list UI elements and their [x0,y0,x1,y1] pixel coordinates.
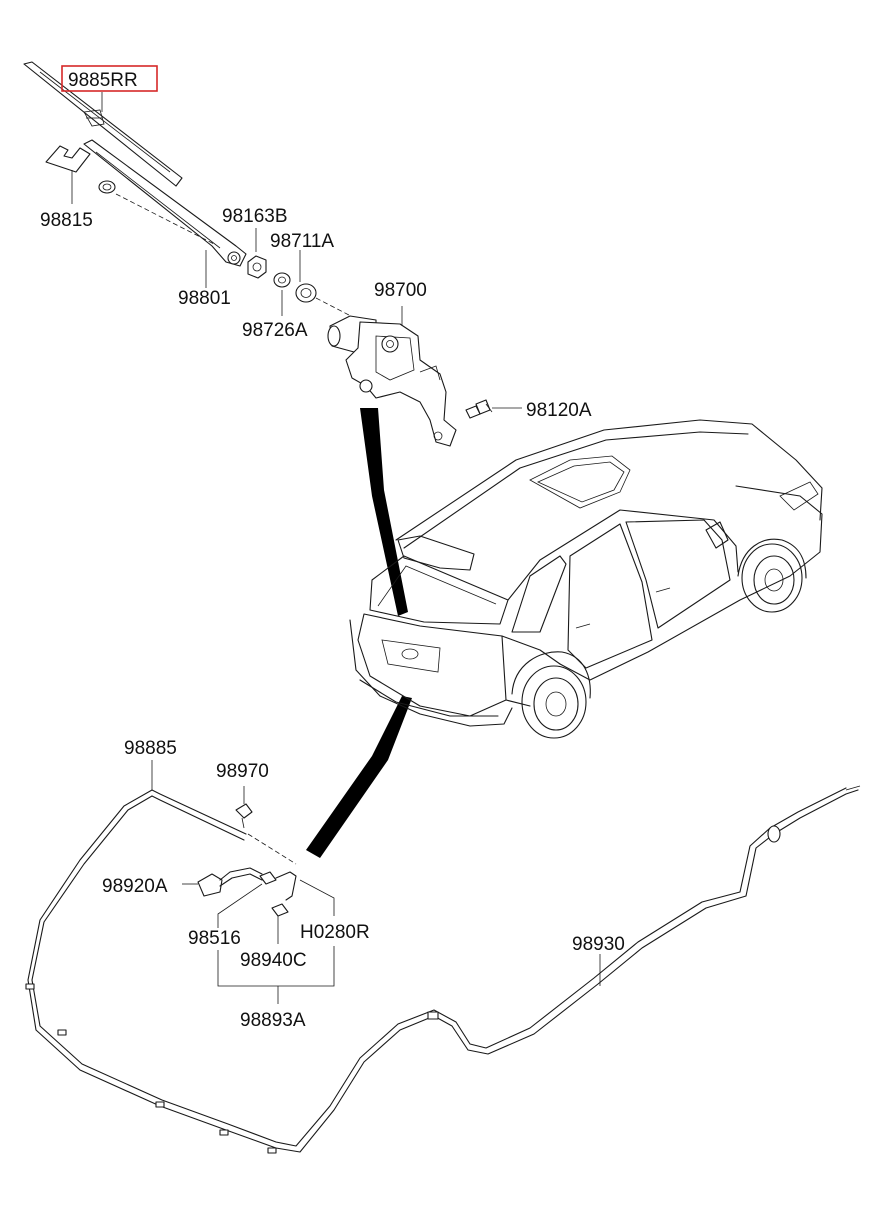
label-98801[interactable]: 98801 [178,288,231,309]
grommet-98711a[interactable] [295,283,317,303]
clip-98940c[interactable] [271,903,289,917]
hose-clip [219,1129,229,1136]
washer-98726a[interactable] [273,272,291,288]
pointer-to-motor [360,408,408,616]
hose-clip [267,1147,277,1154]
label-98893a[interactable]: 98893A [240,1010,306,1031]
label-98163b[interactable]: 98163B [222,206,288,227]
nut-cap[interactable] [98,180,116,194]
vehicle-illustration [349,419,823,739]
label-98920a[interactable]: 98920A [102,876,168,897]
label-98711a[interactable]: 98711A [270,231,334,252]
washer-nozzle-98920a[interactable] [197,867,263,897]
hose-clip [155,1101,165,1108]
hose-connector [427,1011,439,1020]
label-h0280r[interactable]: H0280R [300,922,370,943]
hose-clip [25,983,35,990]
label-98516[interactable]: 98516 [188,928,241,949]
label-98120a[interactable]: 98120A [526,400,592,421]
washer-hose-long[interactable] [27,789,859,1153]
label-98815[interactable]: 98815 [40,210,93,231]
wiper-motor[interactable] [327,315,457,447]
washer-hose-98885[interactable] [151,789,247,835]
part-label-highlight-box [61,65,158,92]
nut-98163b[interactable] [247,255,267,279]
label-98726a[interactable]: 98726A [242,320,308,341]
label-98700[interactable]: 98700 [374,280,427,301]
label-98940c[interactable]: 98940C [240,950,307,971]
wiper-arm[interactable] [83,139,247,267]
wiper-cap[interactable] [45,145,91,173]
hose-clip [57,1029,67,1036]
label-98970[interactable]: 98970 [216,761,269,782]
pointer-to-tailgate [306,696,412,858]
label-98930[interactable]: 98930 [572,934,625,955]
check-valve-98516[interactable] [259,871,297,901]
bolt-98120a[interactable] [465,399,493,419]
label-9885rr[interactable]: 9885RR [68,70,138,91]
label-98885[interactable]: 98885 [124,738,177,759]
grommet-98970[interactable] [235,803,253,829]
hose-joint [767,825,781,843]
assembly-bracket [217,946,335,987]
